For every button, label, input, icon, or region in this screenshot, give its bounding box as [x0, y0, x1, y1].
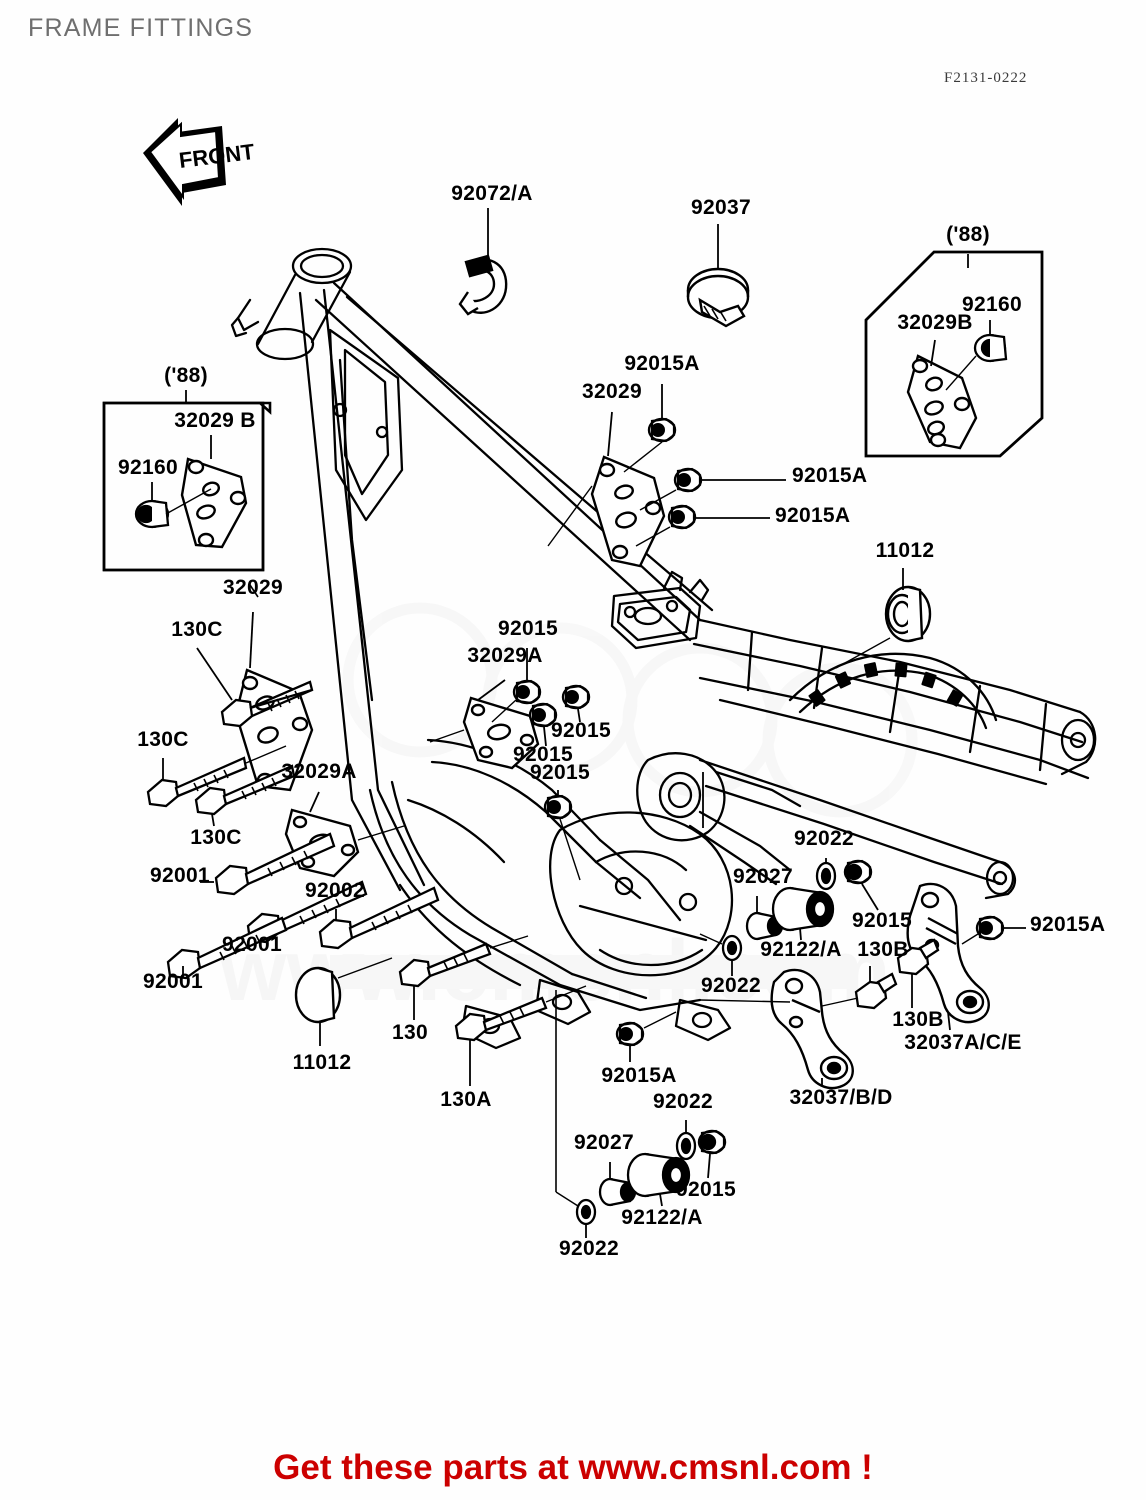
page-title: FRAME FITTINGS — [28, 14, 254, 42]
part-callout-11012-37: 11012 — [292, 1051, 352, 1074]
part-callout-92122A-44: 92122/A — [621, 1206, 703, 1229]
part-callout-32029-13: 32029 — [223, 576, 283, 599]
part-cluster-bottom-bushings — [555, 990, 727, 1238]
part-callout-32029A-21: 32029A — [281, 760, 357, 783]
part-callout-92001-29: 92001 — [222, 933, 282, 956]
part-11012-cap-right — [835, 568, 932, 669]
part-92015A-nut-right — [961, 915, 1026, 945]
inset-right — [864, 250, 1044, 458]
part-callout-92160-7: 92160 — [118, 456, 178, 479]
part-callout-130B-31: 130B — [857, 938, 909, 961]
part-callout-130A-39: 130A — [440, 1088, 492, 1111]
part-callout-92015A-38: 92015A — [601, 1064, 677, 1087]
part-92072A-clamp — [458, 208, 508, 316]
part-callout-92022-45: 92022 — [559, 1237, 619, 1260]
part-callout-88-2: ('88) — [946, 223, 990, 246]
frame-top-tube — [314, 281, 714, 642]
part-92001-bolt-group — [166, 832, 368, 980]
steering-head-tube — [230, 247, 353, 361]
top-mount-bracket — [610, 570, 710, 650]
footer-banner: Get these parts at www.cmsnl.com ! — [273, 1448, 873, 1487]
part-callout-32029A-16: 32029A — [467, 644, 543, 667]
part-32029-bracket-upper-right — [547, 411, 666, 568]
part-callout-92015A-10: 92015A — [792, 464, 868, 487]
rear-arch-bracket — [788, 652, 998, 730]
part-callout-92015-15: 92015 — [498, 617, 558, 640]
part-callout-92022-41: 92022 — [653, 1090, 713, 1113]
part-callout-32029-9: 32029 — [582, 380, 642, 403]
part-callout-92015A-11: 92015A — [775, 504, 851, 527]
diagram-reference-code: F2131-0222 — [944, 70, 1028, 86]
part-callout-32037BD-40: 32037/B/D — [789, 1086, 893, 1109]
part-92015A-nut-bottom — [615, 1011, 677, 1062]
part-callout-92002-26: 92002 — [305, 879, 365, 902]
front-arrow-marker: FRONT — [143, 118, 256, 206]
part-92015A-nut-group — [623, 384, 786, 547]
part-callout-130C-17: 130C — [137, 728, 189, 751]
part-callout-92072A-0: 92072/A — [451, 182, 533, 205]
part-callout-130C-14: 130C — [171, 618, 223, 641]
swingarm-pivot-area — [636, 752, 802, 886]
part-callout-92015-27: 92015 — [852, 909, 912, 932]
part-callout-92015-20: 92015 — [530, 761, 590, 784]
rear-subframe — [692, 618, 1097, 786]
part-callout-92015-18: 92015 — [551, 719, 611, 742]
part-92037-hose-clamp — [686, 224, 750, 328]
part-callout-92015A-28: 92015A — [1030, 913, 1106, 936]
part-callout-92015-19: 92015 — [513, 743, 573, 766]
part-130A-bolt — [454, 985, 587, 1086]
part-11012-cap-left — [294, 957, 393, 1046]
part-callout-92001-24: 92001 — [150, 864, 210, 887]
part-callout-130C-22: 130C — [190, 826, 242, 849]
head-gusset — [328, 328, 404, 522]
part-callout-32029B-4: 32029B — [897, 311, 973, 334]
part-callout-92027-42: 92027 — [574, 1131, 634, 1154]
part-callout-32029B-6: 32029 B — [174, 409, 256, 432]
part-130B-bolt-right — [896, 938, 940, 1008]
part-callout-92001-33: 92001 — [143, 970, 203, 993]
part-32029-bracket-left — [234, 611, 314, 792]
engine-block-outline — [548, 811, 734, 977]
part-callout-92037-1: 92037 — [691, 196, 751, 219]
part-callout-92015A-8: 92015A — [624, 352, 700, 375]
part-callout-92160-3: 92160 — [962, 293, 1022, 316]
part-callout-92022-23: 92022 — [794, 827, 854, 850]
part-callout-92022-32: 92022 — [701, 974, 761, 997]
part-cluster-right-bushings — [699, 858, 879, 976]
part-callout-92122A-30: 92122/A — [760, 938, 842, 961]
part-130B-bolt-left — [821, 966, 898, 1010]
part-callout-92027-25: 92027 — [733, 865, 793, 888]
part-callout-32037ACE-36: 32037A/C/E — [904, 1031, 1022, 1054]
part-callout-130-34: 130 — [392, 1021, 428, 1044]
part-92002-bolt — [318, 886, 440, 950]
rear-lower-tubes — [698, 758, 1017, 900]
inset-left — [102, 390, 272, 598]
part-130C-bolt-group — [146, 647, 314, 827]
part-32037BD-footpeg-bracket — [699, 968, 854, 1090]
part-callout-11012-12: 11012 — [875, 539, 935, 562]
part-callout-130B-35: 130B — [892, 1008, 944, 1031]
part-callout-88-5: ('88) — [164, 364, 208, 387]
part-130-bolt — [398, 935, 529, 1020]
part-92015-nut-group — [491, 648, 591, 881]
part-callout-92015-43: 92015 — [676, 1178, 736, 1201]
